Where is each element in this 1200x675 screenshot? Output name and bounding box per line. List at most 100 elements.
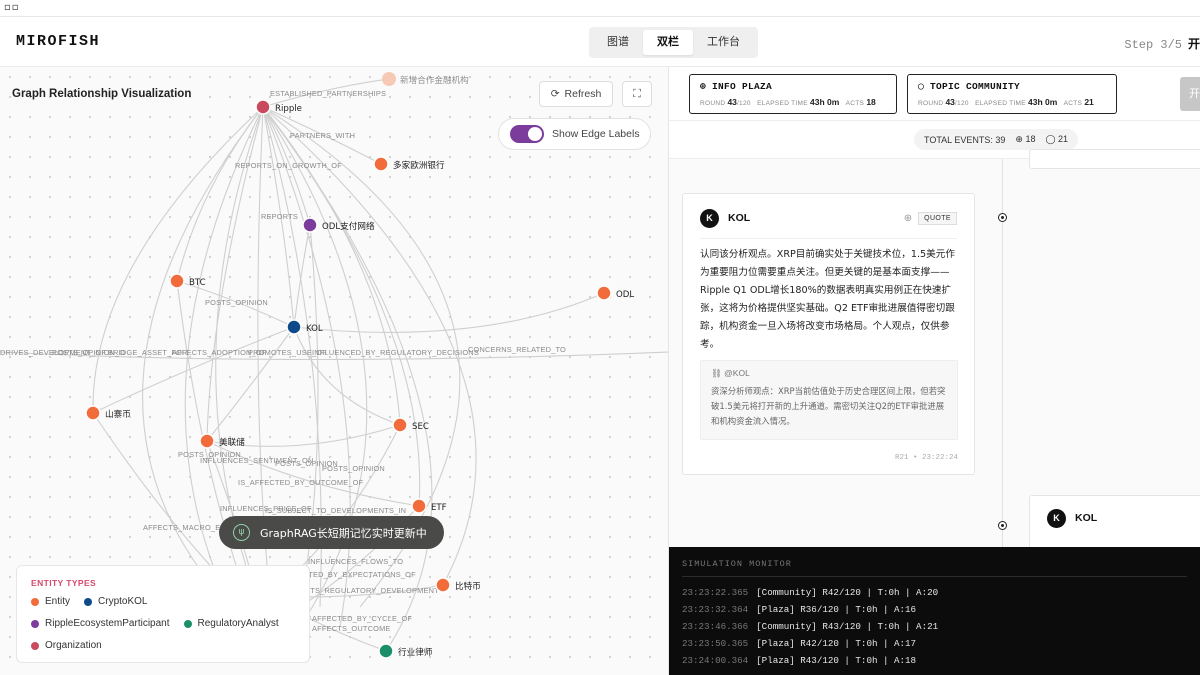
monitor-title: SIMULATION MONITOR bbox=[682, 559, 1187, 577]
node-industry-lawyer[interactable] bbox=[378, 643, 394, 659]
window-titlebar: ▫▫ bbox=[0, 0, 1200, 17]
node-label: 多家欧洲银行 bbox=[393, 159, 445, 171]
tab-graph[interactable]: 图谱 bbox=[607, 36, 629, 48]
graph-edge bbox=[293, 326, 401, 426]
community-count: 21 bbox=[1058, 134, 1069, 144]
refresh-icon: ⟳ bbox=[550, 88, 560, 100]
node-label: 山寨币 bbox=[105, 408, 131, 420]
graph-edge bbox=[262, 78, 390, 108]
graph-edge-labels: ESTABLISHED_PARTNERSHIPS PARTNERS_WITH R… bbox=[0, 89, 566, 633]
legend-item-cryptokol: CryptoKOL bbox=[84, 593, 147, 610]
graph-edge bbox=[262, 106, 477, 586]
plaza-count: 18 bbox=[1025, 134, 1036, 144]
node-label: 美联储 bbox=[219, 436, 245, 448]
edge-label: AFFECTS_OUTCOME bbox=[312, 624, 391, 633]
graph-edge bbox=[92, 106, 264, 414]
node-sec[interactable] bbox=[392, 417, 408, 433]
node-ripple[interactable] bbox=[255, 99, 271, 115]
node-fed[interactable] bbox=[199, 433, 215, 449]
toggle-switch[interactable] bbox=[510, 125, 544, 143]
brain-icon: ψ bbox=[233, 524, 250, 541]
platform-topic-community[interactable]: ◯TOPIC COMMUNITY ROUND 43/120 ELAPSED TI… bbox=[907, 74, 1117, 114]
edge-labels-toggle[interactable]: Show Edge Labels bbox=[498, 118, 651, 150]
graph-edge bbox=[299, 584, 444, 598]
graph-edge bbox=[176, 280, 295, 328]
step-label: Step 3/5 bbox=[1124, 38, 1182, 52]
node-label: ODL bbox=[616, 290, 634, 300]
graph-edge bbox=[142, 106, 264, 608]
tab-split[interactable]: 双栏 bbox=[643, 30, 693, 55]
node-label: 比特币 bbox=[455, 580, 481, 592]
node-etf[interactable] bbox=[411, 498, 427, 514]
post-card[interactable]: K KOL bbox=[1029, 495, 1200, 555]
graph-edge bbox=[262, 106, 295, 328]
edge-label: PARTNERS_WITH bbox=[290, 131, 355, 140]
node-label: 行业律师 bbox=[398, 646, 433, 658]
edge-label: DRIVES_DEVELOPMENT_OF bbox=[0, 348, 106, 357]
graph-edge bbox=[262, 106, 368, 628]
fullscreen-button[interactable]: ⛶ bbox=[622, 81, 652, 107]
node-btc[interactable] bbox=[169, 273, 185, 289]
fullscreen-icon: ⛶ bbox=[633, 87, 641, 100]
brand-logo: MIROFISH bbox=[16, 33, 101, 50]
node-label: ETF bbox=[431, 503, 447, 513]
node-european-banks[interactable] bbox=[373, 156, 389, 172]
node-label: BTC bbox=[189, 278, 206, 288]
tab-workbench[interactable]: 工作台 bbox=[707, 36, 740, 48]
edge-label: CONCERNS_RELATED_TO bbox=[468, 345, 566, 354]
node-bitcoin[interactable] bbox=[435, 577, 451, 593]
edge-label: INFLUENCED_BY_REGULATORY_DECISIONS bbox=[312, 348, 479, 357]
timeline-dot bbox=[998, 213, 1007, 222]
node-altcoins[interactable] bbox=[85, 405, 101, 421]
event-timeline[interactable]: K KOL ⊕ QUOTE 认同该分析观点。XRP目前确实处于关键技术位，1.5美… bbox=[669, 149, 1200, 555]
node-label: 新增合作金融机构 bbox=[400, 74, 469, 86]
post-author: KOL bbox=[728, 212, 751, 224]
graph-edge bbox=[184, 106, 264, 628]
node-odl[interactable] bbox=[596, 285, 612, 301]
legend-item-regulatory-analyst: RegulatoryAnalyst bbox=[183, 615, 279, 632]
globe-icon: ⊕ bbox=[903, 212, 913, 224]
monitor-line: 23:23:22.365[Community] R42/120 | T:0h |… bbox=[682, 587, 939, 598]
edge-label: ESTABLISHED_PARTNERSHIPS bbox=[270, 89, 386, 98]
view-tabs: 图谱 双栏 工作台 bbox=[589, 27, 758, 58]
post-footer: R21 • 23:22:24 bbox=[894, 454, 958, 462]
post-content: 认同该分析观点。XRP目前确实处于关键技术位，1.5美元作为重要阻力位需要重点关… bbox=[700, 249, 955, 351]
graph-canvas[interactable]: ESTABLISHED_PARTNERSHIPS PARTNERS_WITH R… bbox=[0, 67, 669, 675]
node-kol[interactable] bbox=[286, 319, 302, 335]
post-card[interactable]: K KOL ⊕ QUOTE 认同该分析观点。XRP目前确实处于关键技术位，1.5美… bbox=[682, 193, 975, 475]
total-events-label: TOTAL EVENTS: 39 bbox=[924, 134, 1006, 145]
platform-info-plaza[interactable]: ⊕INFO PLAZA ROUND 43/120 ELAPSED TIME 43… bbox=[689, 74, 897, 114]
edge-label: REPORTS bbox=[261, 212, 298, 221]
monitor-line: 23:23:32.364[Plaza] R36/120 | T:0h | A:1… bbox=[682, 604, 917, 615]
graph-title: Graph Relationship Visualization bbox=[12, 88, 192, 100]
node-new-institutions[interactable] bbox=[382, 72, 396, 86]
edge-label: POSTS_OPINION bbox=[322, 464, 385, 473]
simulation-monitor: SIMULATION MONITOR 23:23:22.365[Communit… bbox=[669, 547, 1200, 675]
refresh-button[interactable]: ⟳Refresh bbox=[539, 81, 613, 107]
graph-edge bbox=[299, 224, 319, 608]
avatar: K bbox=[1047, 508, 1066, 528]
quote-author: @KOL bbox=[724, 368, 750, 378]
total-events-pill: TOTAL EVENTS: 39 ⊕ 18 ◯ 21 bbox=[914, 129, 1079, 150]
edge-label: AFFECTS_REGULATORY_DEVELOPMENT bbox=[285, 586, 439, 595]
post-author: KOL bbox=[1075, 512, 1098, 524]
node-label: KOL bbox=[306, 324, 323, 334]
graph-edge bbox=[206, 440, 420, 507]
action-badge: QUOTE bbox=[918, 211, 957, 225]
graph-edge bbox=[92, 326, 295, 414]
edge-label: POSTS_OPINION bbox=[275, 459, 338, 468]
simulation-panel: ⊕INFO PLAZA ROUND 43/120 ELAPSED TIME 43… bbox=[669, 67, 1200, 675]
link-icon: ⛓ bbox=[711, 368, 722, 378]
graph-edge bbox=[206, 424, 401, 447]
monitor-line: 23:23:50.365[Plaza] R42/120 | T:0h | A:1… bbox=[682, 638, 917, 649]
avatar: K bbox=[700, 208, 719, 228]
chat-bubble-icon: ◯ bbox=[918, 81, 925, 92]
graph-nodes[interactable]: 新增合作金融机构 Ripple 多家欧洲银行 ODL支付网络 BTC ODL K… bbox=[85, 72, 634, 659]
window-tiles-icon[interactable]: ▫▫ bbox=[4, 2, 20, 13]
node-label: Ripple bbox=[275, 104, 302, 114]
next-step-button[interactable]: 开 bbox=[1180, 77, 1200, 111]
node-odl-network[interactable] bbox=[302, 217, 318, 233]
graph-panel[interactable]: ESTABLISHED_PARTNERSHIPS PARTNERS_WITH R… bbox=[0, 67, 669, 675]
quote-content: 资深分析师观点：XRP当前估值处于历史合理区间上限，但若突破1.5美元将打开新的… bbox=[711, 386, 946, 426]
